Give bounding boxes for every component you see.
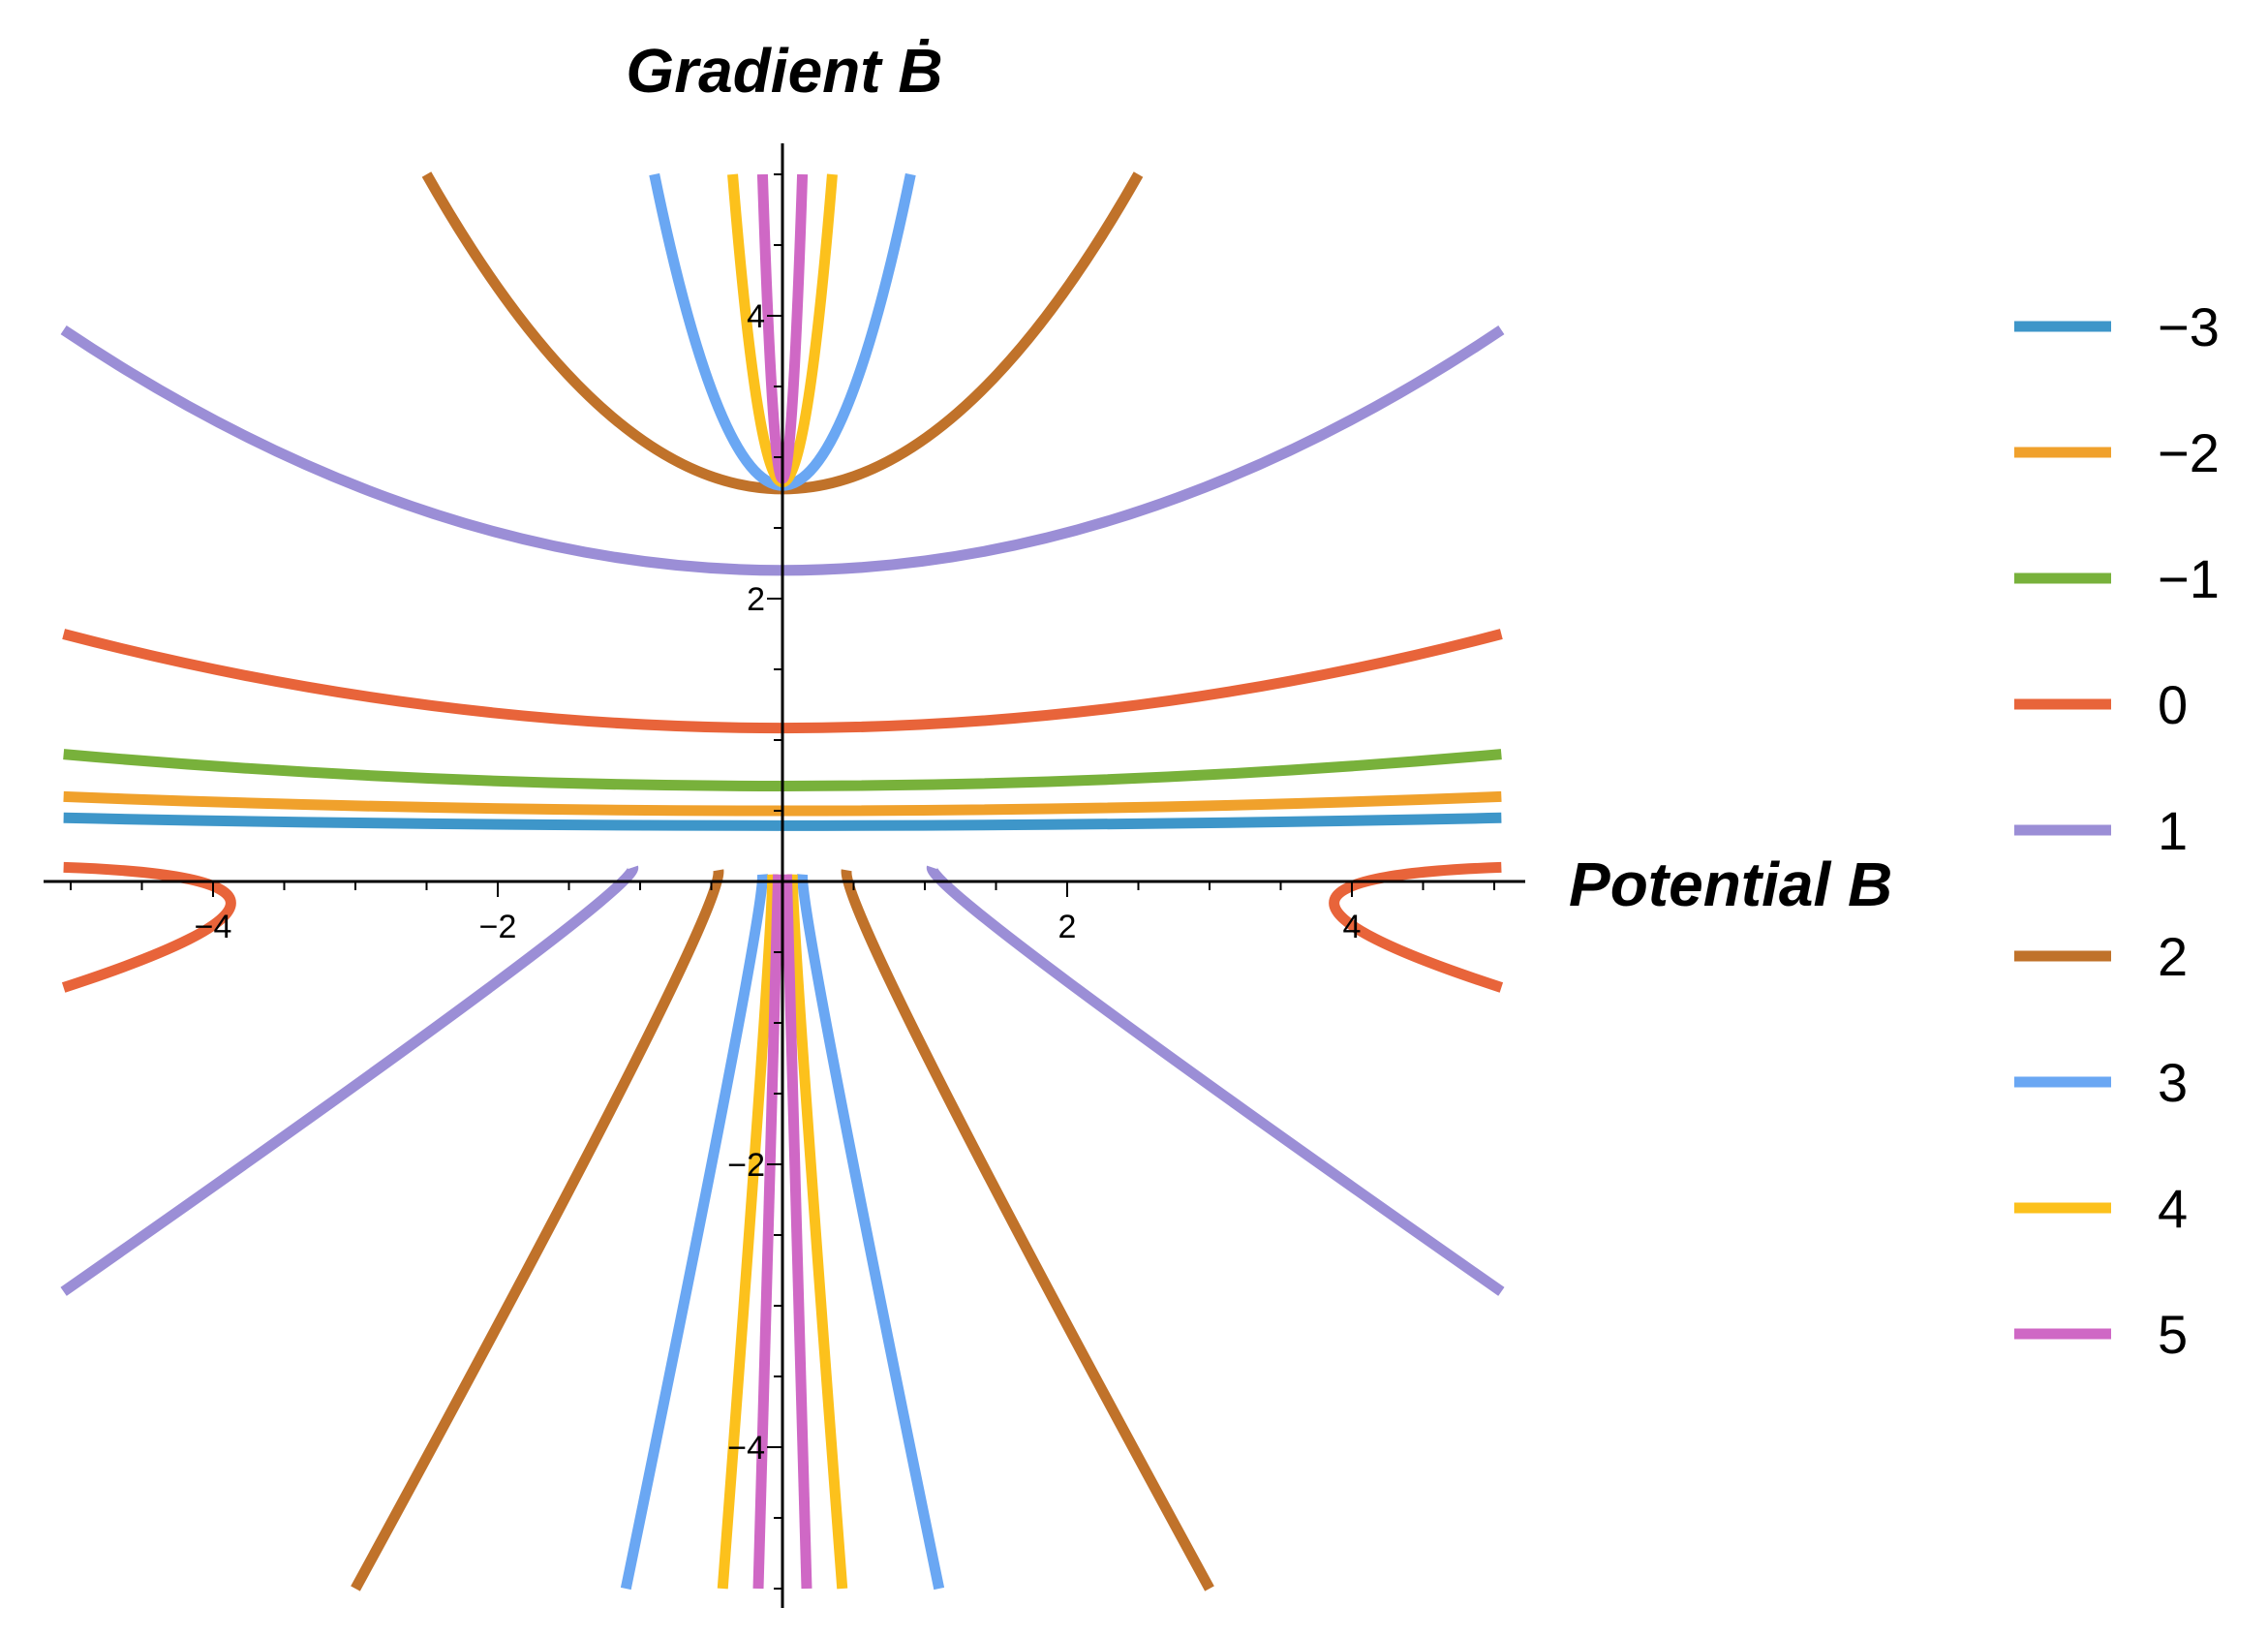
x-axis-title: Potential B <box>1569 850 1892 919</box>
series-8-curve-1 <box>752 874 784 1590</box>
legend-label: −1 <box>2158 548 2220 609</box>
series-6-curve-2 <box>797 874 945 1591</box>
legend-label: 4 <box>2158 1178 2188 1239</box>
x-tick-label: 2 <box>1058 909 1077 945</box>
y-tick-label: −4 <box>727 1430 765 1467</box>
series-5-curve-1 <box>351 869 724 1592</box>
series-6-curve-1 <box>620 874 768 1591</box>
legend-label: −2 <box>2158 422 2220 483</box>
series-7-curve-1 <box>717 874 779 1590</box>
y-axis-title: Gradient Ḃ <box>626 36 942 106</box>
series-3-curve-2 <box>1329 861 1504 993</box>
x-tick-label: 4 <box>1343 909 1362 945</box>
series-7-curve-2 <box>786 874 848 1590</box>
legend-label: −3 <box>2158 296 2220 357</box>
x-tick-label: −4 <box>195 909 232 945</box>
y-tick-label: 4 <box>747 298 765 335</box>
legend-label: 2 <box>2158 926 2188 987</box>
legend-label: 5 <box>2158 1304 2188 1365</box>
series-3-curve-1 <box>61 861 236 993</box>
legend-label: 1 <box>2158 800 2188 861</box>
legend-label: 3 <box>2158 1052 2188 1113</box>
legend-label: 0 <box>2158 674 2188 735</box>
x-tick-label: −2 <box>479 909 517 945</box>
chart-ticks: −4 −2 2 4 −4 −2 2 4 <box>70 173 1495 1590</box>
chart-legend: −3 −2 −1 0 1 2 3 4 5 <box>2014 296 2220 1365</box>
y-tick-label: −2 <box>727 1147 765 1184</box>
series-5-curve-2 <box>841 869 1214 1592</box>
series-8-curve-2 <box>781 874 812 1590</box>
y-tick-label: 2 <box>747 581 765 618</box>
